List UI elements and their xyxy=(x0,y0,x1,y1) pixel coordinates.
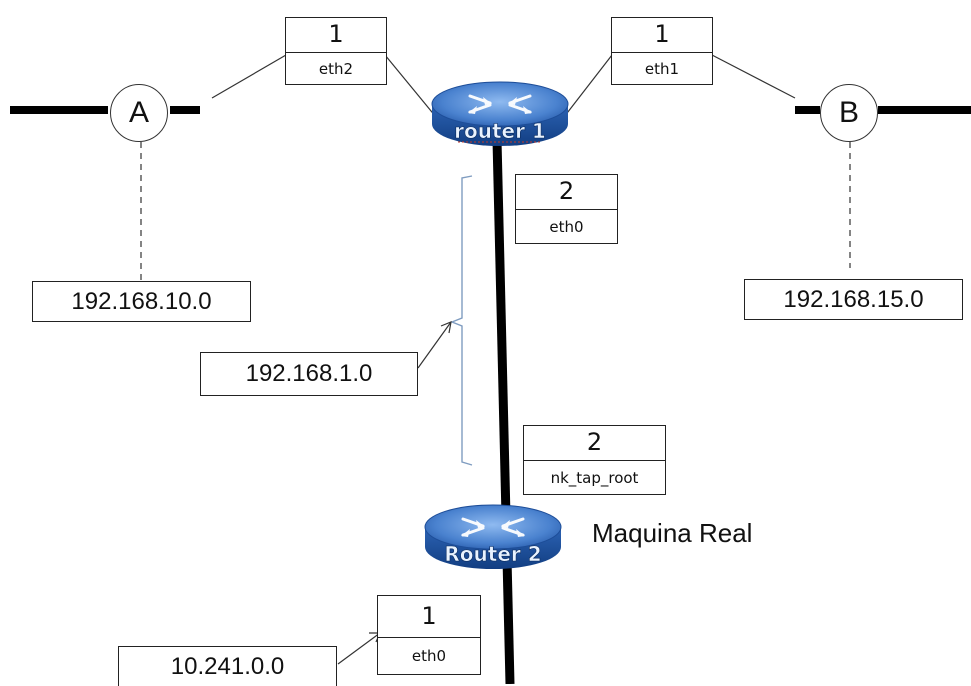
interface-r2-tap: 2 nk_tap_root xyxy=(523,425,666,495)
interface-number: 1 xyxy=(286,18,386,53)
interface-number: 1 xyxy=(612,18,712,53)
node-b: B xyxy=(820,84,878,142)
interface-name: eth1 xyxy=(644,59,680,78)
link-eth2-router1 xyxy=(384,54,437,118)
interface-r1-eth1: 1 eth1 xyxy=(611,17,713,85)
interface-name: nk_tap_root xyxy=(550,468,639,487)
network-real: 10.241.0.0 xyxy=(118,646,337,686)
node-a: A xyxy=(110,84,168,142)
interface-number: 2 xyxy=(524,426,665,461)
arrow-link-network xyxy=(417,321,452,369)
interface-r1-eth0: 2 eth0 xyxy=(515,174,618,244)
interface-name: eth2 xyxy=(318,59,354,78)
router-1-icon: router 1 xyxy=(431,81,569,146)
link-b-router1 xyxy=(711,54,796,99)
node-b-label: B xyxy=(838,96,859,129)
link-router1-eth1 xyxy=(563,54,613,118)
link-router1-router2 xyxy=(492,139,515,684)
network-b: 192.168.15.0 xyxy=(744,279,963,320)
node-a-label: A xyxy=(128,96,149,129)
arrow-link-network-head xyxy=(440,321,452,334)
link-network-brace xyxy=(450,175,473,466)
link-a-router1 xyxy=(211,54,287,99)
interface-name: eth0 xyxy=(549,217,584,236)
network-link: 192.168.1.0 xyxy=(200,352,418,396)
interface-r2-eth0: 1 eth0 xyxy=(377,595,481,675)
router-2-annotation: Maquina Real xyxy=(592,518,753,548)
interface-name: eth0 xyxy=(411,647,447,665)
arrow-real-network xyxy=(337,632,381,665)
router-1-label: router 1 xyxy=(454,119,546,143)
interface-r1-eth2: 1 eth2 xyxy=(285,17,387,85)
interface-number: 1 xyxy=(378,596,480,638)
network-a: 192.168.10.0 xyxy=(32,281,251,322)
router-2-icon: Router 2 xyxy=(424,504,562,569)
interface-number: 2 xyxy=(516,175,617,210)
router-2-label: Router 2 xyxy=(444,542,541,566)
